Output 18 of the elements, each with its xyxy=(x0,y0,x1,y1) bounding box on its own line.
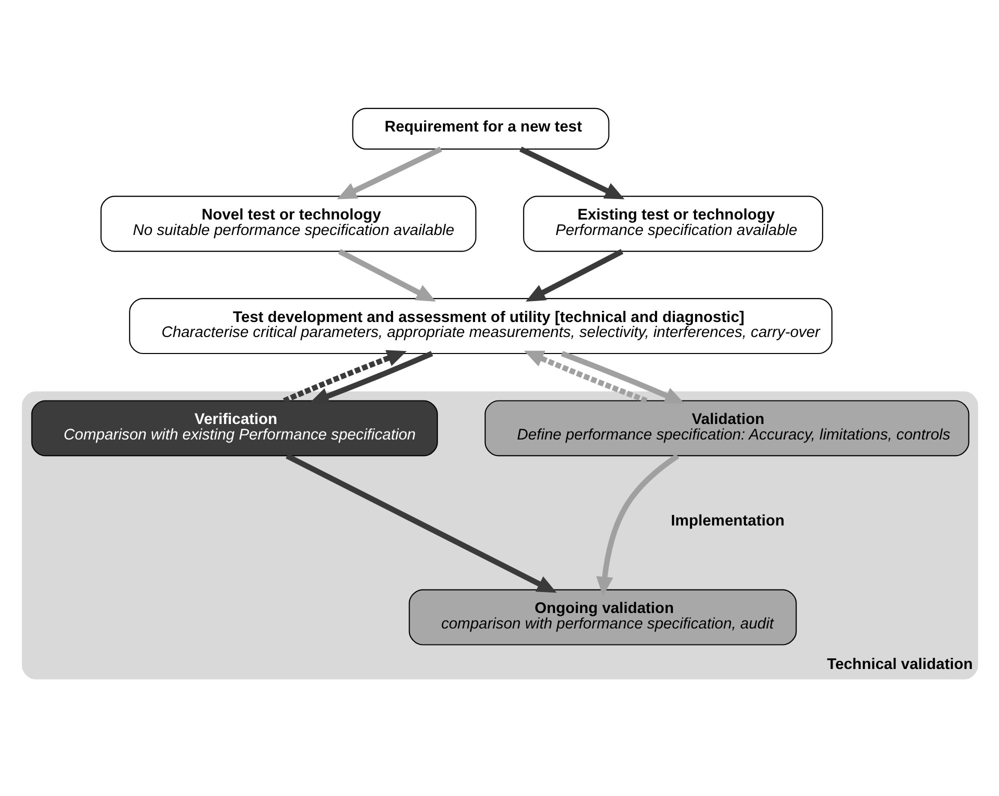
arrow xyxy=(336,146,442,200)
arrow xyxy=(308,351,433,404)
node-box: Validation Define performance specification: Accuracy, limitations, controls xyxy=(484,400,969,456)
arrow xyxy=(285,453,556,593)
node-box: Ongoing validation comparison with performance specification, audit xyxy=(408,589,796,646)
node-box: Novel test or technology No suitable performance specification available xyxy=(100,196,476,252)
arrow xyxy=(596,454,679,596)
arrow xyxy=(524,350,648,404)
arrow xyxy=(525,249,623,302)
node-box: Test development and assessment of utility [technical and diagnostic] Characterise critical parameters, appropriate measurements, selectivity, interferences, carry-over xyxy=(128,298,832,354)
arrow xyxy=(282,350,406,404)
node-box: Requirement for a new test xyxy=(352,108,609,150)
node-box: Verification Comparison with existing Performance specification xyxy=(30,400,438,456)
node-box: Existing test or technology Performance specification available xyxy=(522,196,823,252)
arrow xyxy=(518,146,624,200)
arrow xyxy=(560,350,684,404)
arrow xyxy=(338,249,436,302)
label: Implementation xyxy=(670,512,784,530)
